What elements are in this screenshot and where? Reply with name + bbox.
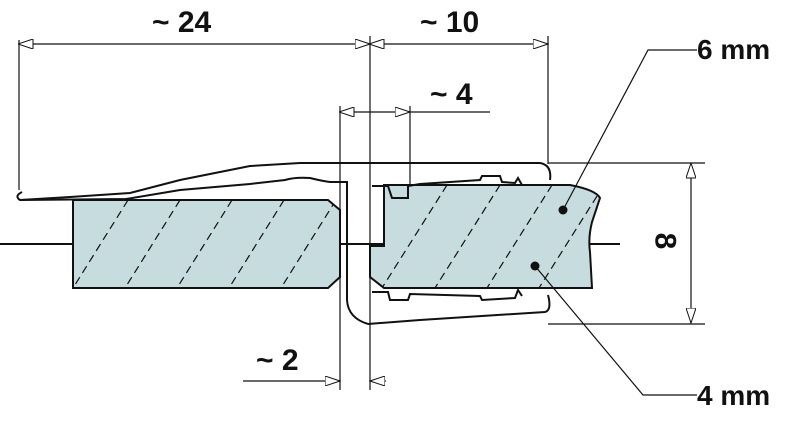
right-glass-pane [369,184,602,289]
dimension-label-10: ~ 10 [420,6,480,39]
dimension-label-24: ~ 24 [152,6,212,39]
dimension-lines [19,44,691,381]
callout-upper-glass: 6 mm [697,34,771,65]
dimension-label-8: 8 [648,232,682,250]
left-glass-pane [72,199,341,289]
dimension-extension-lines [18,36,705,390]
leader-6mm [562,49,697,211]
seal-profile [16,162,552,325]
dimension-label-4: ~ 4 [430,78,473,111]
dimension-label-2: ~ 2 [256,344,299,377]
leader-4mm [534,265,697,396]
callout-leaders [534,49,697,396]
callout-lower-glass: 4 mm [697,380,771,411]
